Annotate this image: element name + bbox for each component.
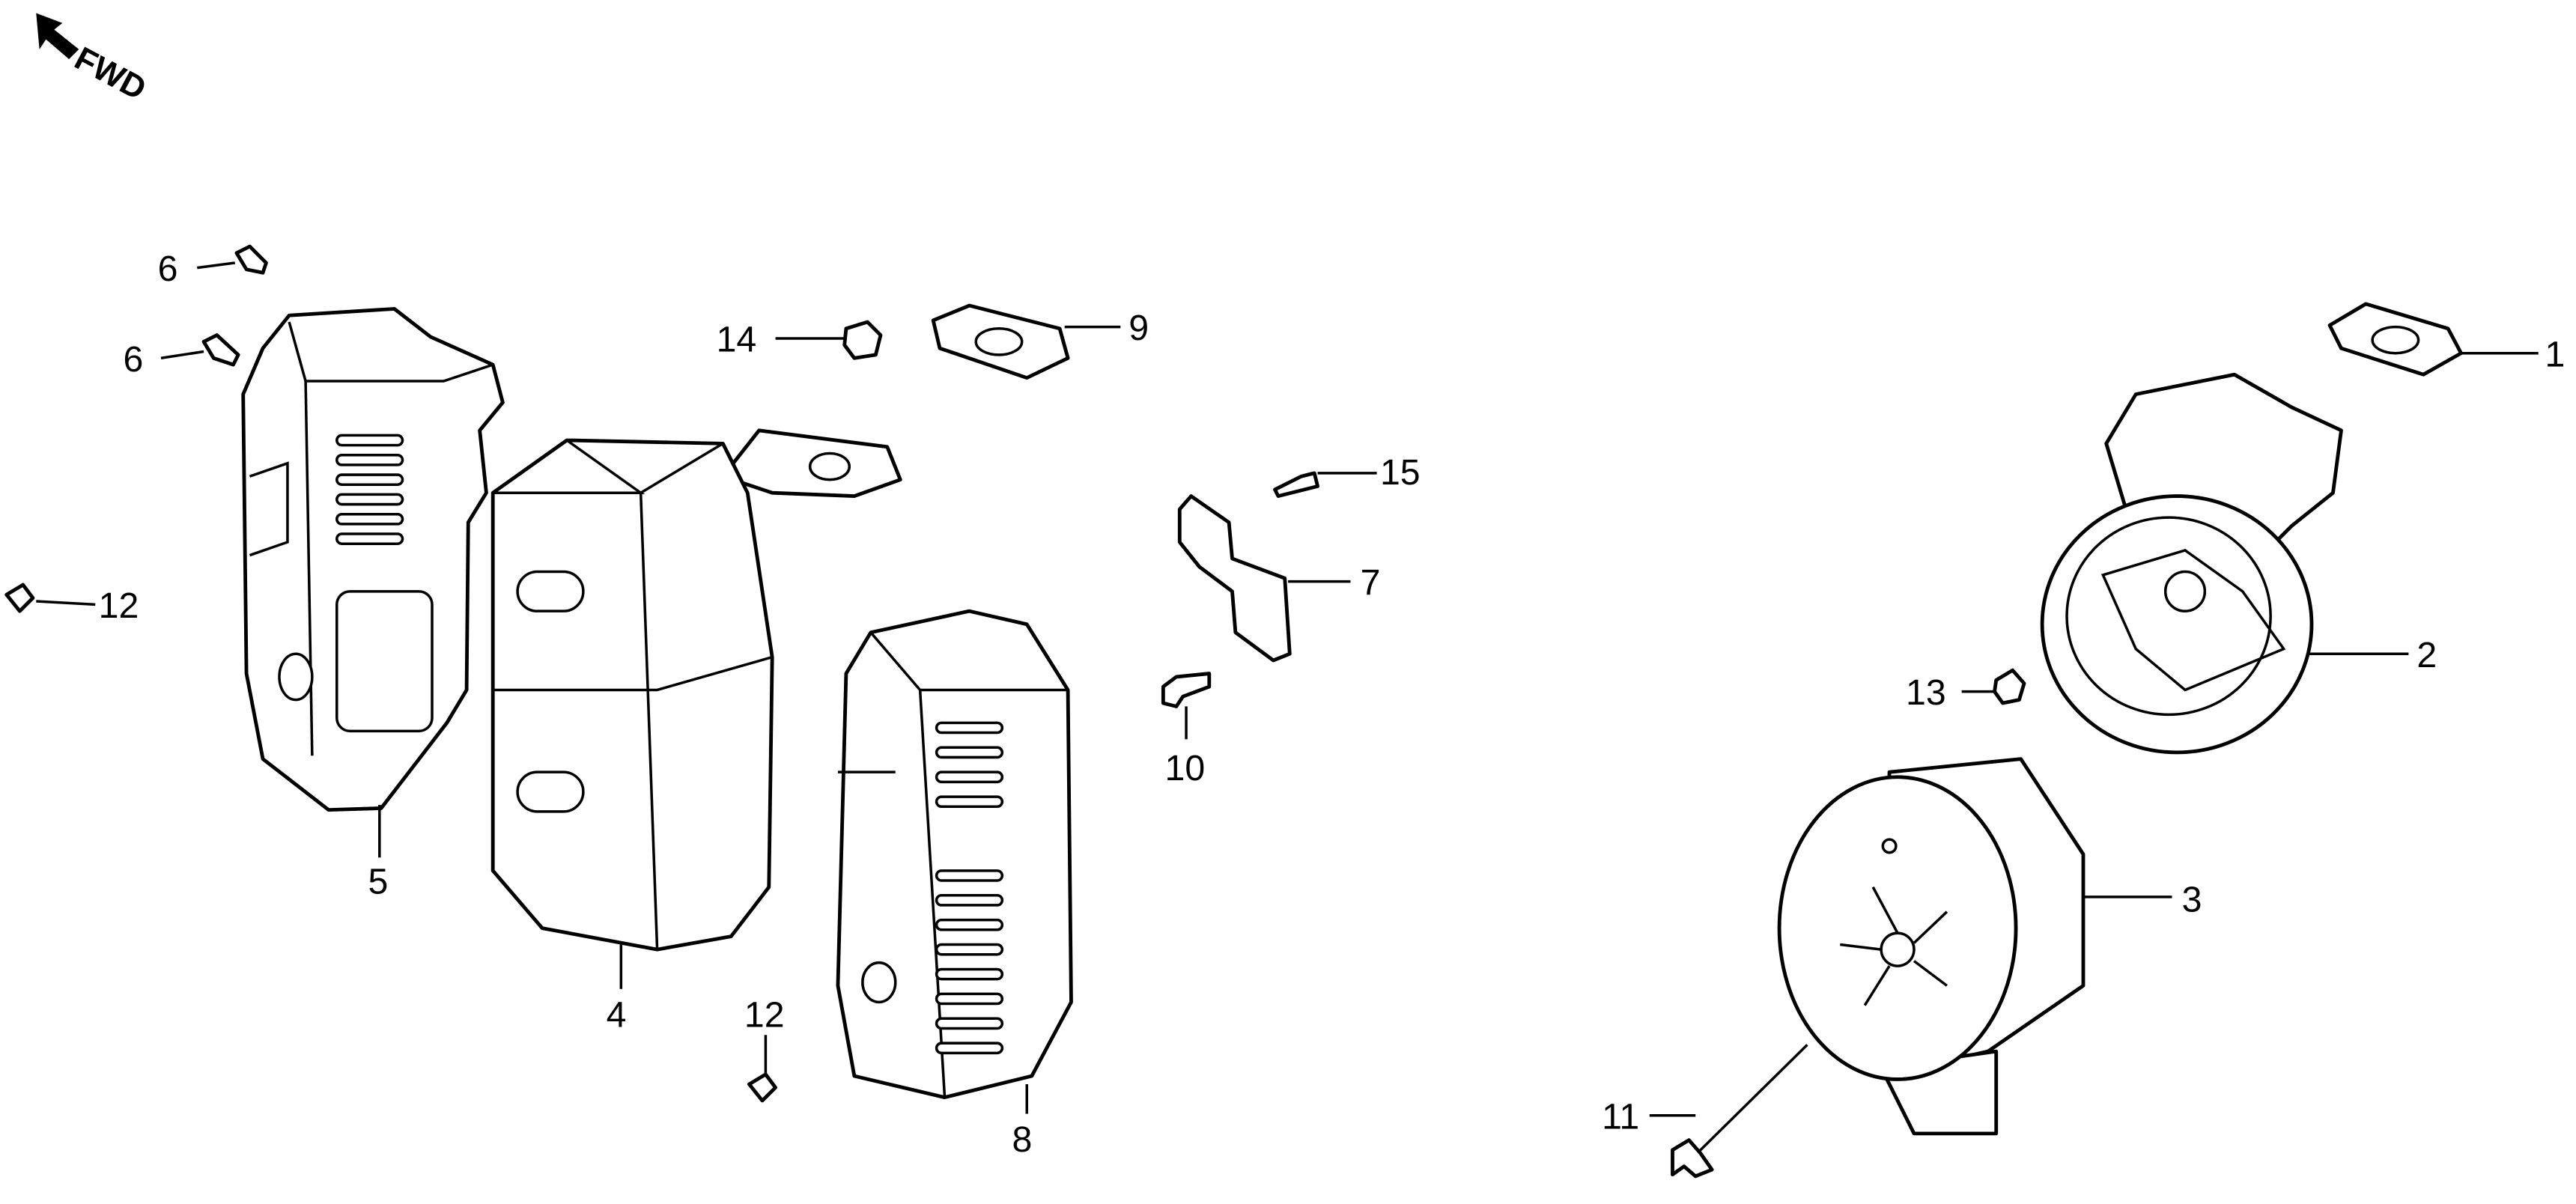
callout-labels: 6 6 14 9 1 15 7 12 2 13 10 5 3 4 12 8 11 [99, 249, 2566, 1160]
part-10-bolt [1161, 672, 1212, 708]
callout-12-lower: 12 [744, 994, 785, 1035]
callout-11: 11 [1602, 1096, 1639, 1137]
part-8-muffler-protector [836, 609, 1073, 1100]
part-3-air-cleaner-cover [1777, 757, 2086, 1136]
callout-2: 2 [2416, 635, 2437, 675]
part-9-gasket [931, 303, 1070, 380]
callout-4: 4 [607, 994, 627, 1035]
callout-9: 9 [1128, 308, 1149, 348]
callout-7: 7 [1361, 562, 1381, 603]
forward-arrow-icon [36, 13, 79, 59]
fwd-label: FWD [69, 40, 152, 107]
callout-3: 3 [2182, 880, 2202, 920]
part-4-muffler [490, 428, 902, 952]
callout-8: 8 [1012, 1119, 1033, 1160]
callout-6-upper: 6 [158, 249, 178, 289]
part-7-bracket [1177, 494, 1292, 663]
part-2-air-cleaner-case [2040, 372, 2343, 755]
part-12-bolt-left [4, 583, 35, 613]
callout-10: 10 [1165, 748, 1206, 788]
leader-lines [36, 261, 2539, 1117]
part-13-nut [1993, 668, 2026, 705]
callout-5: 5 [368, 862, 388, 902]
part-1-gasket [2327, 302, 2464, 377]
callout-6-lower: 6 [124, 339, 144, 380]
callout-13: 13 [1906, 672, 1946, 713]
callout-15: 15 [1380, 452, 1421, 493]
callout-1: 1 [2545, 334, 2566, 374]
part-11-wing-bolt [1671, 1044, 1808, 1179]
part-5-heat-shield [241, 307, 505, 812]
forward-direction-indicator: FWD [36, 13, 152, 107]
callout-14: 14 [717, 320, 757, 360]
part-14-nut [842, 320, 883, 360]
part-15-screw [1273, 471, 1320, 499]
part-12-bolt-lower [747, 1072, 777, 1103]
callout-12-left: 12 [99, 586, 139, 626]
part-6-bolt-upper [234, 244, 268, 275]
part-6-bolt-lower [201, 333, 240, 367]
